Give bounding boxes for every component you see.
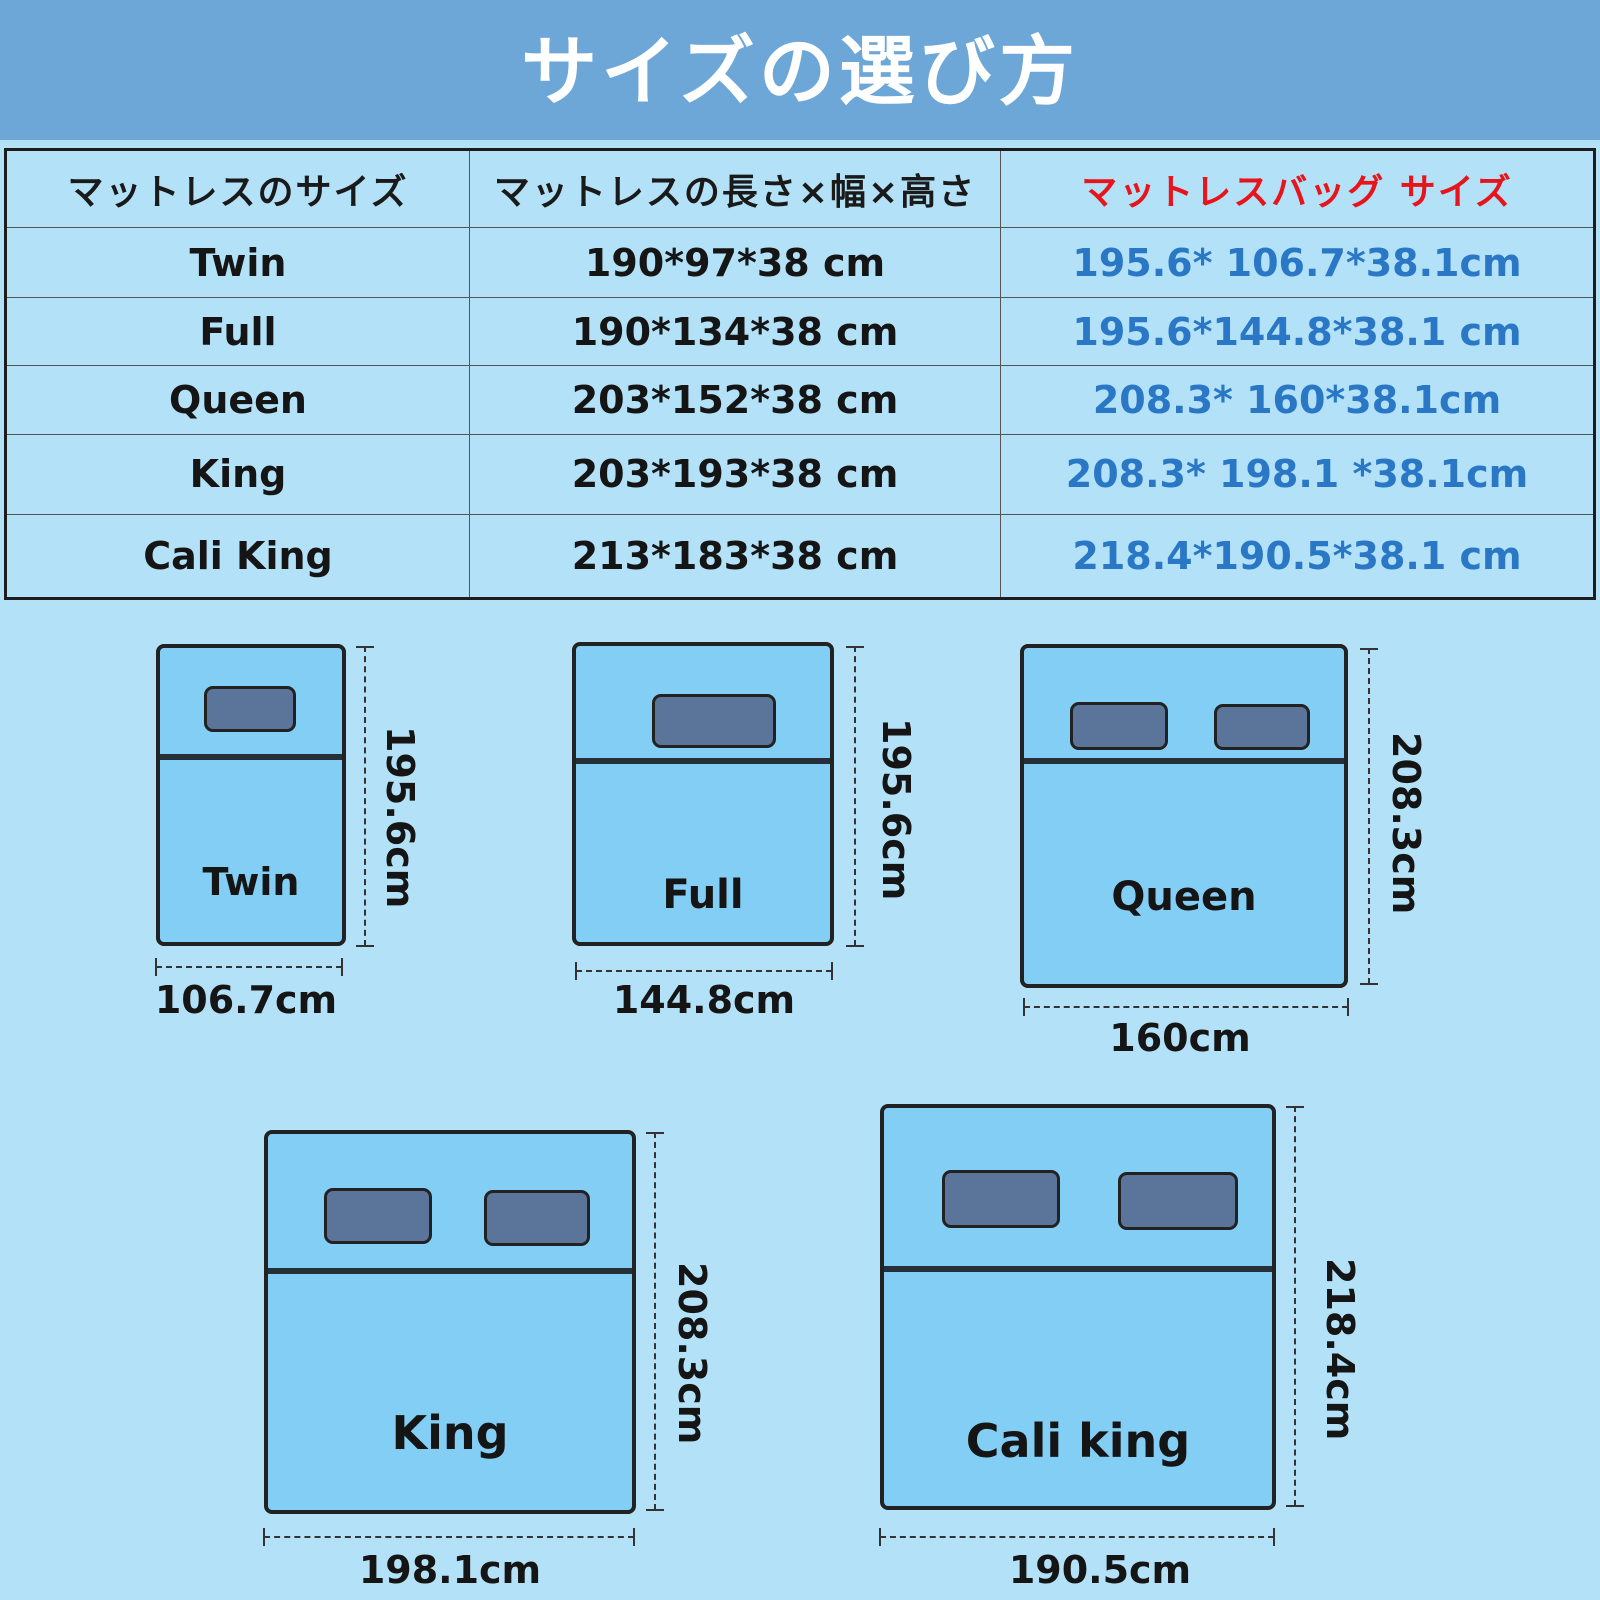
dimension-cap	[341, 958, 343, 976]
pillow-icon	[204, 686, 296, 732]
table-header-row: マットレスのサイズ マットレスの長さ×幅×高さ マットレスバッグ サイズ	[5, 149, 1595, 229]
table-row: Full 190*134*38 cm 195.6*144.8*38.1 cm	[5, 297, 1595, 367]
pillow-icon	[1214, 704, 1310, 750]
size-name-cell: Cali King	[5, 514, 470, 600]
dimension-cap	[846, 945, 864, 947]
bag-size-cell: 195.6* 106.7*38.1cm	[1000, 227, 1595, 299]
length-dimension-line	[364, 646, 366, 946]
pillow-icon	[324, 1188, 432, 1244]
bed-label: Cali king	[965, 1414, 1191, 1468]
width-label: 160cm	[1109, 1016, 1251, 1060]
bed-label: King	[391, 1406, 509, 1460]
dimension-cap	[1360, 983, 1378, 985]
dimension-cap	[1286, 1505, 1304, 1507]
width-dimension-line	[1024, 1006, 1348, 1008]
width-label: 198.1cm	[358, 1548, 542, 1592]
bed-diagram-queen: Queen	[1020, 644, 1348, 988]
length-label: 208.3cm	[1384, 732, 1428, 915]
dimension-cap	[633, 1528, 635, 1546]
table-row: Twin 190*97*38 cm 195.6* 106.7*38.1cm	[5, 227, 1595, 299]
bed-diagram-king: King	[264, 1130, 636, 1514]
mattress-dimension-cell: 190*134*38 cm	[469, 297, 1001, 367]
bed-diagram-twin: Twin	[156, 644, 346, 946]
width-label: 144.8cm	[612, 978, 796, 1022]
length-label: 218.4cm	[1318, 1258, 1362, 1441]
length-dimension-line	[854, 646, 856, 946]
bed-diagram-cali-king: Cali king	[880, 1104, 1276, 1510]
header-cell-bag-size: マットレスバッグ サイズ	[1000, 149, 1595, 229]
pillow-icon	[484, 1190, 590, 1246]
pillow-icon	[652, 694, 776, 748]
bed-label: Twin	[202, 860, 300, 904]
dimension-cap	[1273, 1528, 1275, 1546]
size-name-cell: Twin	[5, 227, 470, 299]
table-row: Queen 203*152*38 cm 208.3* 160*38.1cm	[5, 365, 1595, 435]
dimension-cap	[356, 945, 374, 947]
length-dimension-line	[654, 1132, 656, 1510]
mattress-dimension-cell: 190*97*38 cm	[469, 227, 1001, 299]
header-cell-dimensions: マットレスの長さ×幅×高さ	[469, 149, 1001, 229]
mattress-dimension-cell: 203*152*38 cm	[469, 365, 1001, 435]
mattress-dimension-cell: 213*183*38 cm	[469, 514, 1001, 600]
dimension-cap	[1347, 998, 1349, 1016]
width-dimension-line	[576, 970, 832, 972]
size-table: マットレスのサイズ マットレスの長さ×幅×高さ マットレスバッグ サイズ Twi…	[4, 148, 1596, 600]
width-dimension-line	[156, 966, 342, 968]
table-row: King 203*193*38 cm 208.3* 198.1 *38.1cm	[5, 434, 1595, 515]
length-label: 195.6cm	[378, 726, 422, 909]
length-dimension-line	[1294, 1106, 1296, 1506]
pillow-icon	[1118, 1172, 1238, 1230]
table-row: Cali King 213*183*38 cm 218.4*190.5*38.1…	[5, 514, 1595, 600]
width-dimension-line	[264, 1536, 634, 1538]
length-label: 208.3cm	[670, 1262, 714, 1445]
dimension-cap	[831, 962, 833, 980]
width-label: 190.5cm	[1008, 1548, 1192, 1592]
bed-label: Queen	[1111, 874, 1257, 920]
pillow-icon	[1070, 702, 1168, 750]
bed-divider	[576, 758, 830, 764]
bed-divider	[1024, 758, 1344, 764]
bed-divider	[268, 1268, 632, 1274]
header-cell-mattress-size: マットレスのサイズ	[5, 149, 470, 229]
length-label: 195.6cm	[874, 718, 918, 901]
size-name-cell: Queen	[5, 365, 470, 435]
size-name-cell: Full	[5, 297, 470, 367]
pillow-icon	[942, 1170, 1060, 1228]
bag-size-cell: 208.3* 160*38.1cm	[1000, 365, 1595, 435]
mattress-dimension-cell: 203*193*38 cm	[469, 434, 1001, 515]
bag-size-cell: 208.3* 198.1 *38.1cm	[1000, 434, 1595, 515]
length-dimension-line	[1368, 648, 1370, 984]
bed-diagram-full: Full	[572, 642, 834, 946]
width-dimension-line	[880, 1536, 1274, 1538]
width-label: 106.7cm	[154, 978, 338, 1022]
bed-divider	[884, 1266, 1272, 1272]
bed-divider	[160, 754, 342, 760]
dimension-cap	[646, 1509, 664, 1511]
bag-size-cell: 218.4*190.5*38.1 cm	[1000, 514, 1595, 600]
page-title: サイズの選び方	[521, 27, 1079, 116]
bed-label: Full	[662, 872, 744, 918]
size-name-cell: King	[5, 434, 470, 515]
bag-size-cell: 195.6*144.8*38.1 cm	[1000, 297, 1595, 367]
header-banner: サイズの選び方	[0, 0, 1600, 140]
